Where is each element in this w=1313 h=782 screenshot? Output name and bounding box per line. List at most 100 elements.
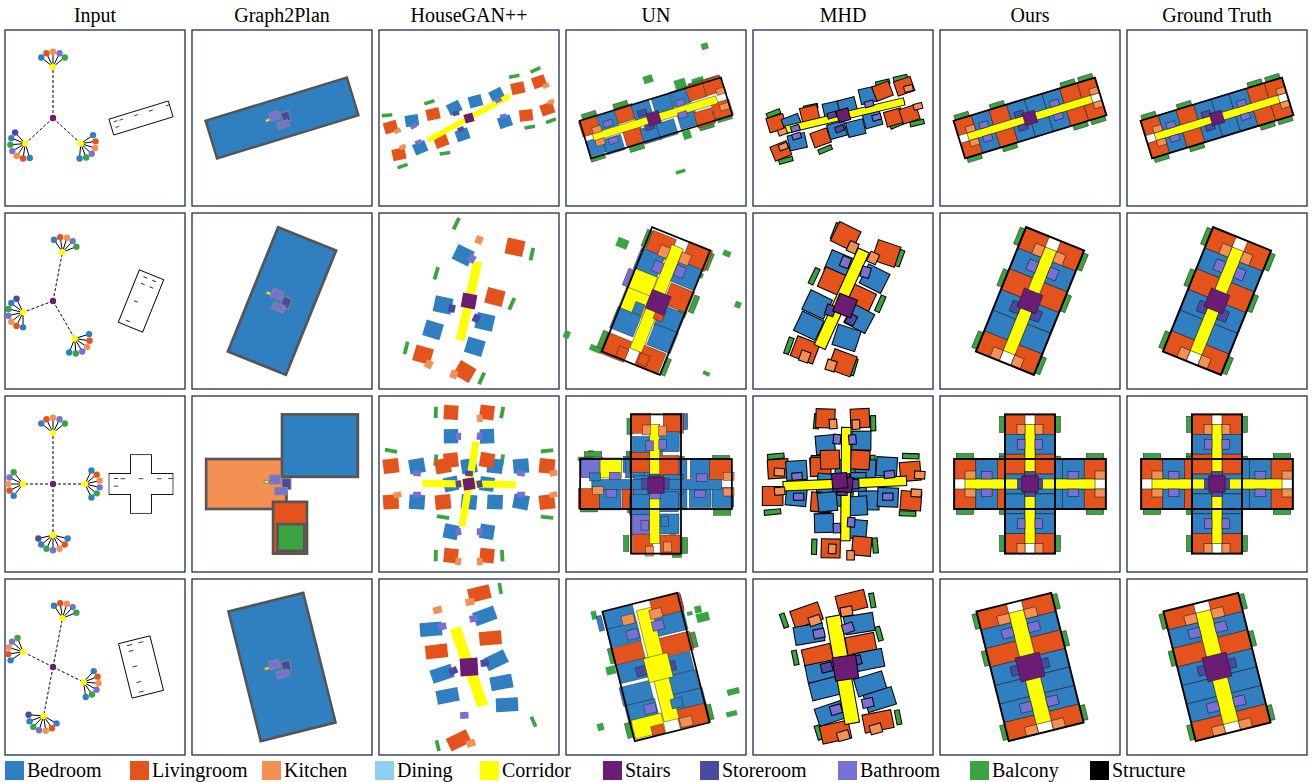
room	[790, 124, 800, 132]
room	[657, 245, 670, 259]
room	[629, 452, 649, 472]
graph-node	[92, 145, 98, 151]
room	[278, 524, 305, 551]
graph-node	[53, 720, 59, 726]
room	[465, 598, 475, 606]
room	[965, 471, 976, 479]
room	[646, 546, 654, 556]
room	[1005, 434, 1025, 454]
room	[1022, 476, 1038, 492]
room	[606, 490, 617, 498]
room	[477, 528, 483, 535]
room	[1026, 259, 1039, 273]
room	[847, 517, 855, 527]
panel-frame	[1127, 579, 1307, 755]
room	[1035, 414, 1055, 434]
graph-node	[86, 338, 92, 344]
legend-item: Stairs	[603, 759, 671, 781]
room	[549, 470, 558, 477]
room	[694, 108, 716, 128]
room	[1152, 489, 1163, 497]
graph-edge	[53, 301, 75, 339]
graph-node	[93, 686, 99, 692]
room	[394, 128, 402, 135]
room	[648, 477, 664, 493]
building-outline	[954, 78, 1107, 159]
room	[510, 81, 525, 95]
floor-plan	[1158, 225, 1276, 377]
room	[1017, 424, 1025, 434]
room	[1019, 701, 1033, 713]
room	[726, 710, 738, 718]
panel-content	[5, 600, 164, 734]
room	[1084, 459, 1106, 479]
room	[413, 492, 421, 498]
building-outline	[131, 455, 152, 513]
room	[965, 489, 976, 497]
graph-node	[9, 638, 15, 644]
graph-node	[7, 657, 13, 663]
boundary-wall	[129, 650, 134, 651]
room	[393, 491, 402, 498]
room	[1204, 544, 1212, 554]
room	[484, 287, 505, 307]
boundary-wall	[119, 119, 123, 120]
legend-item: Kitchen	[262, 759, 347, 781]
graph-node	[86, 331, 92, 337]
room	[1068, 471, 1079, 479]
graph-edge	[53, 433, 54, 484]
room	[609, 472, 620, 480]
room	[1017, 439, 1025, 449]
room	[456, 261, 482, 341]
room	[1053, 112, 1064, 120]
room	[778, 142, 788, 151]
room	[702, 370, 710, 376]
room	[1209, 476, 1225, 492]
graph-node	[14, 635, 20, 641]
room	[872, 538, 878, 554]
room	[1005, 514, 1025, 534]
graph-node	[83, 154, 89, 160]
room	[1035, 494, 1055, 514]
boundary-wall	[139, 691, 144, 692]
room	[848, 435, 856, 445]
room	[455, 528, 462, 536]
room	[883, 493, 893, 500]
graph-node	[92, 138, 98, 144]
panel-content	[762, 408, 925, 560]
panel-content	[971, 225, 1089, 377]
graph-node	[73, 350, 79, 356]
room	[529, 247, 535, 260]
panel-content	[1141, 414, 1293, 553]
room	[696, 611, 711, 623]
room	[455, 480, 461, 488]
room	[590, 473, 601, 481]
graph-node	[50, 430, 56, 436]
boundary-wall	[141, 283, 145, 284]
room	[460, 658, 479, 677]
room	[774, 487, 785, 495]
graph-node	[94, 673, 100, 679]
graph-node	[94, 471, 100, 477]
room	[449, 369, 459, 379]
room	[275, 488, 287, 495]
boundary-sketch	[109, 101, 173, 135]
room	[539, 101, 555, 116]
room	[861, 697, 874, 708]
room	[624, 536, 629, 552]
floor-plan	[401, 581, 539, 755]
floor-plan	[578, 413, 734, 558]
legend-text: Stairs	[625, 759, 671, 781]
graph-node	[89, 151, 95, 157]
room	[1209, 110, 1225, 126]
room	[265, 667, 270, 671]
room	[497, 583, 503, 594]
graph-node	[49, 725, 55, 731]
room	[911, 489, 922, 497]
graph-node	[5, 644, 11, 650]
graph-node	[8, 135, 14, 141]
room	[1211, 607, 1225, 619]
room	[714, 510, 731, 515]
room	[976, 331, 1008, 361]
